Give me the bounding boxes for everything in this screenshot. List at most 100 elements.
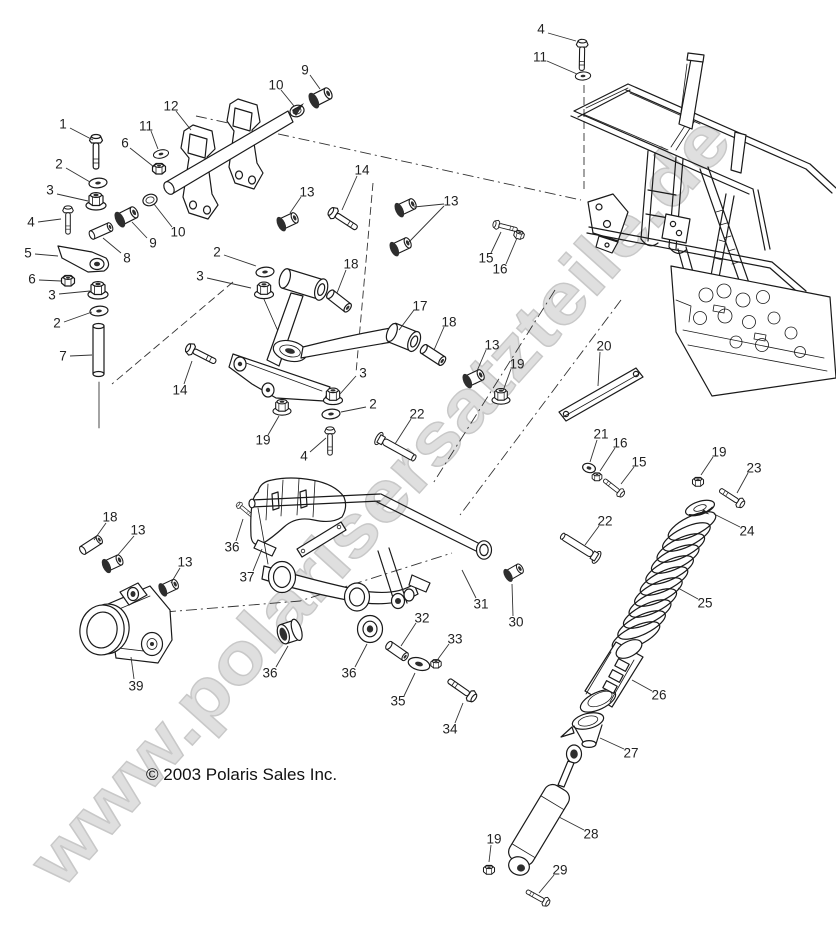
frame xyxy=(570,52,836,397)
leader-line xyxy=(223,254,257,267)
callout-26-44: 26 xyxy=(651,688,666,703)
callout-8-16: 8 xyxy=(123,251,131,266)
bolt-part xyxy=(716,484,748,511)
leader-line xyxy=(129,147,155,168)
callout-19-29: 19 xyxy=(509,357,524,372)
leader-line xyxy=(620,466,635,485)
leader-line xyxy=(546,60,578,75)
coil-spring xyxy=(611,511,717,651)
leader-line xyxy=(309,437,327,453)
leader-line xyxy=(38,279,62,282)
leader-line xyxy=(58,290,91,295)
callout-33-52: 33 xyxy=(447,632,462,647)
callout-34-54: 34 xyxy=(442,722,458,737)
bolt-part xyxy=(557,529,604,566)
callout-22-42: 22 xyxy=(597,514,612,529)
nut-part xyxy=(482,864,496,875)
leader-line xyxy=(102,237,122,254)
washer-part xyxy=(87,176,109,190)
callout-4-3: 4 xyxy=(27,215,35,230)
leader-line xyxy=(398,309,415,331)
leader-line xyxy=(394,418,412,445)
leader-line xyxy=(336,269,347,294)
nut-part xyxy=(591,472,603,482)
bushing-part xyxy=(386,234,415,259)
leader-line xyxy=(183,360,193,385)
leader-line xyxy=(280,89,295,107)
callout-13-21: 13 xyxy=(443,194,458,209)
nut-part xyxy=(87,281,109,300)
callout-13-61: 13 xyxy=(130,523,145,538)
leader-line xyxy=(235,518,244,542)
spacer-tube xyxy=(92,322,105,378)
callout-10-12: 10 xyxy=(268,78,283,93)
bolt-part xyxy=(324,426,336,456)
bushing-part xyxy=(111,202,142,230)
bushing-part xyxy=(500,560,527,584)
callout-22-34: 22 xyxy=(409,407,424,422)
callout-18-27: 18 xyxy=(441,315,456,330)
washer-part xyxy=(574,70,592,82)
callout-39-62: 39 xyxy=(128,679,143,694)
callout-31-49: 31 xyxy=(473,597,488,612)
leader-line xyxy=(631,679,653,692)
upper-a-arm-assembly xyxy=(182,195,526,466)
leader-line xyxy=(597,351,601,387)
leader-line xyxy=(153,203,173,228)
callout-32-51: 32 xyxy=(414,611,429,626)
leader-line xyxy=(400,622,417,647)
bushing-part xyxy=(156,575,182,599)
leader-line xyxy=(93,522,107,541)
callout-13-19: 13 xyxy=(299,185,314,200)
leader-line xyxy=(677,587,699,600)
leader-line xyxy=(599,447,616,472)
callout-4-32: 4 xyxy=(300,449,308,464)
callout-6-9: 6 xyxy=(121,136,129,151)
washer-part xyxy=(582,462,596,474)
callout-36-55: 36 xyxy=(262,666,277,681)
leader-line xyxy=(252,548,263,572)
bolt-part xyxy=(575,38,589,72)
leader-line xyxy=(538,874,555,894)
nut-part xyxy=(60,274,76,287)
leader-line xyxy=(599,737,625,750)
copyright-text: © 2003 Polaris Sales Inc. xyxy=(146,765,337,784)
callout-4-63: 4 xyxy=(537,22,545,37)
leader-line xyxy=(713,513,741,528)
leader-line xyxy=(589,439,598,463)
nut-part xyxy=(151,162,167,175)
callout-25-43: 25 xyxy=(697,596,712,611)
leader-line xyxy=(65,167,91,183)
nut-part xyxy=(85,192,107,211)
leader-line xyxy=(408,205,445,243)
callout-2-1: 2 xyxy=(55,157,63,172)
leader-line xyxy=(267,415,280,436)
callout-37-58: 37 xyxy=(239,570,254,585)
mount-plate xyxy=(558,367,644,422)
spring-retainer xyxy=(579,639,644,713)
callout-15-38: 15 xyxy=(631,455,646,470)
callout-18-25: 18 xyxy=(343,257,358,272)
callout-35-53: 35 xyxy=(390,694,405,709)
callout-1-0: 1 xyxy=(59,117,67,132)
callout-9-13: 9 xyxy=(301,63,309,78)
bolt-part xyxy=(444,674,480,705)
leader-line xyxy=(69,127,94,141)
nut-part xyxy=(272,399,292,416)
upper-mount-assembly xyxy=(57,83,336,378)
leader-line xyxy=(63,311,93,323)
callout-13-28: 13 xyxy=(484,338,499,353)
callout-24-41: 24 xyxy=(739,524,755,539)
leader-line xyxy=(502,368,512,392)
leader-line xyxy=(37,218,62,223)
leader-line xyxy=(461,569,477,599)
leader-line xyxy=(454,702,464,724)
callout-16-37: 16 xyxy=(612,436,627,451)
callout-30-50: 30 xyxy=(508,615,523,630)
callout-3-2: 3 xyxy=(46,183,54,198)
bushing-part xyxy=(305,83,336,111)
swing-arm xyxy=(248,493,493,612)
leader-line xyxy=(488,844,492,863)
leader-line xyxy=(34,253,59,257)
